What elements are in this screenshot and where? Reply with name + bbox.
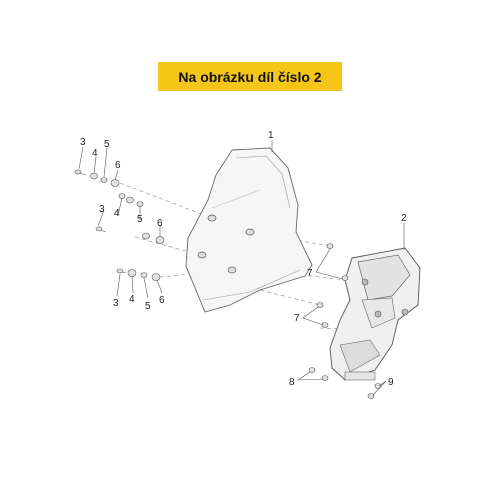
windscreen-part-1 (185, 147, 313, 313)
callout-7-lower: 7 (294, 313, 300, 324)
hardware-right (308, 243, 382, 399)
callout-4-upper: 4 (92, 148, 98, 159)
callout-6-middle: 6 (157, 218, 163, 229)
hardware-set-lower (116, 268, 161, 281)
hardware-set-upper (74, 169, 120, 187)
leader-lines (78, 140, 405, 396)
callout-3-lower: 3 (113, 298, 119, 309)
callout-4-middle: 4 (114, 208, 120, 219)
hardware-set-middle (95, 193, 165, 244)
callout-9: 9 (388, 377, 394, 388)
callout-2: 2 (401, 213, 407, 224)
callout-8: 8 (289, 377, 295, 388)
callout-3-upper: 3 (80, 137, 86, 148)
callout-labels: 1 2 3 4 5 6 3 4 5 6 3 4 5 6 7 7 8 9 (80, 130, 407, 388)
callout-4-lower: 4 (129, 294, 135, 305)
callout-6-lower: 6 (159, 295, 165, 306)
callout-5-upper: 5 (104, 139, 110, 150)
callout-5-lower: 5 (145, 301, 151, 312)
callout-5-middle: 5 (137, 214, 143, 225)
callout-7-upper: 7 (307, 268, 313, 279)
bracket-part-2 (329, 247, 421, 381)
banner-text: Na obrázku díl číslo 2 (178, 68, 322, 85)
callout-3-middle: 3 (99, 204, 105, 215)
part-number-banner: Na obrázku díl číslo 2 (158, 62, 342, 91)
callout-1: 1 (268, 130, 274, 141)
callout-6-upper: 6 (115, 160, 121, 171)
